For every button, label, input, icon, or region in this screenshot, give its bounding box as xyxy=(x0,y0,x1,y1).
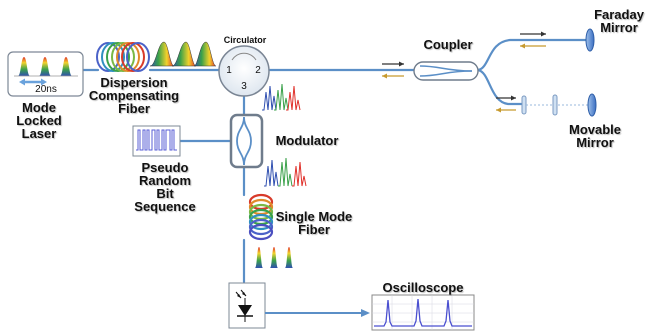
circulator-arrow xyxy=(231,52,257,61)
modulator-label: Modulator xyxy=(275,133,339,148)
movable-mirror-label: Movable Mirror xyxy=(568,122,621,150)
laser-pulse-2 xyxy=(39,57,51,76)
oscilloscope-label: Oscilloscope xyxy=(382,280,464,295)
oscilloscope xyxy=(371,294,475,331)
modulated-pulses xyxy=(264,157,307,187)
modulator xyxy=(229,113,264,169)
faraday-mirror-label: Faraday Mirror xyxy=(594,7,644,35)
detector-to-scope-line xyxy=(265,309,370,317)
fiber-coupler-to-faraday xyxy=(476,38,590,72)
mode-locked-laser xyxy=(7,51,84,97)
laser-label: Mode Locked Laser xyxy=(16,100,62,141)
prbs-generator xyxy=(132,125,181,157)
coupler-label: Coupler xyxy=(423,37,473,52)
dcf-spool xyxy=(96,42,150,72)
circulator-label: Circulator xyxy=(223,35,267,45)
fiber-paths xyxy=(80,38,590,284)
direction-arrows xyxy=(382,31,546,113)
movable-mirror-arm xyxy=(521,93,597,117)
fiber-coupler-to-movable xyxy=(476,68,524,106)
focusing-lens xyxy=(552,94,558,116)
circulator-port3-pulses xyxy=(262,83,301,111)
faraday-mirror xyxy=(585,28,595,52)
smf-spool xyxy=(248,193,274,241)
smf-output-pulses xyxy=(255,247,293,268)
circulator-port-2: 2 xyxy=(255,65,261,76)
dcf-output-pulses xyxy=(149,41,217,67)
collimator-lens xyxy=(521,95,527,115)
scope-trace xyxy=(374,298,472,327)
photodetector xyxy=(228,282,266,329)
coupler xyxy=(413,61,479,81)
circulator-port-3: 3 xyxy=(241,81,247,92)
dcf-label: Dispersion Compensating Fiber xyxy=(88,75,180,116)
laser-pulse-3 xyxy=(60,57,72,76)
circulator xyxy=(218,45,270,97)
prbs-label: Pseudo Random Bit Sequence xyxy=(134,160,196,214)
period-arrow xyxy=(19,78,47,86)
circulator-port-1: 1 xyxy=(226,65,232,76)
laser-pulse-1 xyxy=(18,57,30,76)
laser-period-label: 20ns xyxy=(35,84,57,95)
movable-mirror xyxy=(587,93,597,117)
smf-label: Single Mode Fiber xyxy=(275,209,353,237)
prbs-waveform xyxy=(136,129,177,151)
